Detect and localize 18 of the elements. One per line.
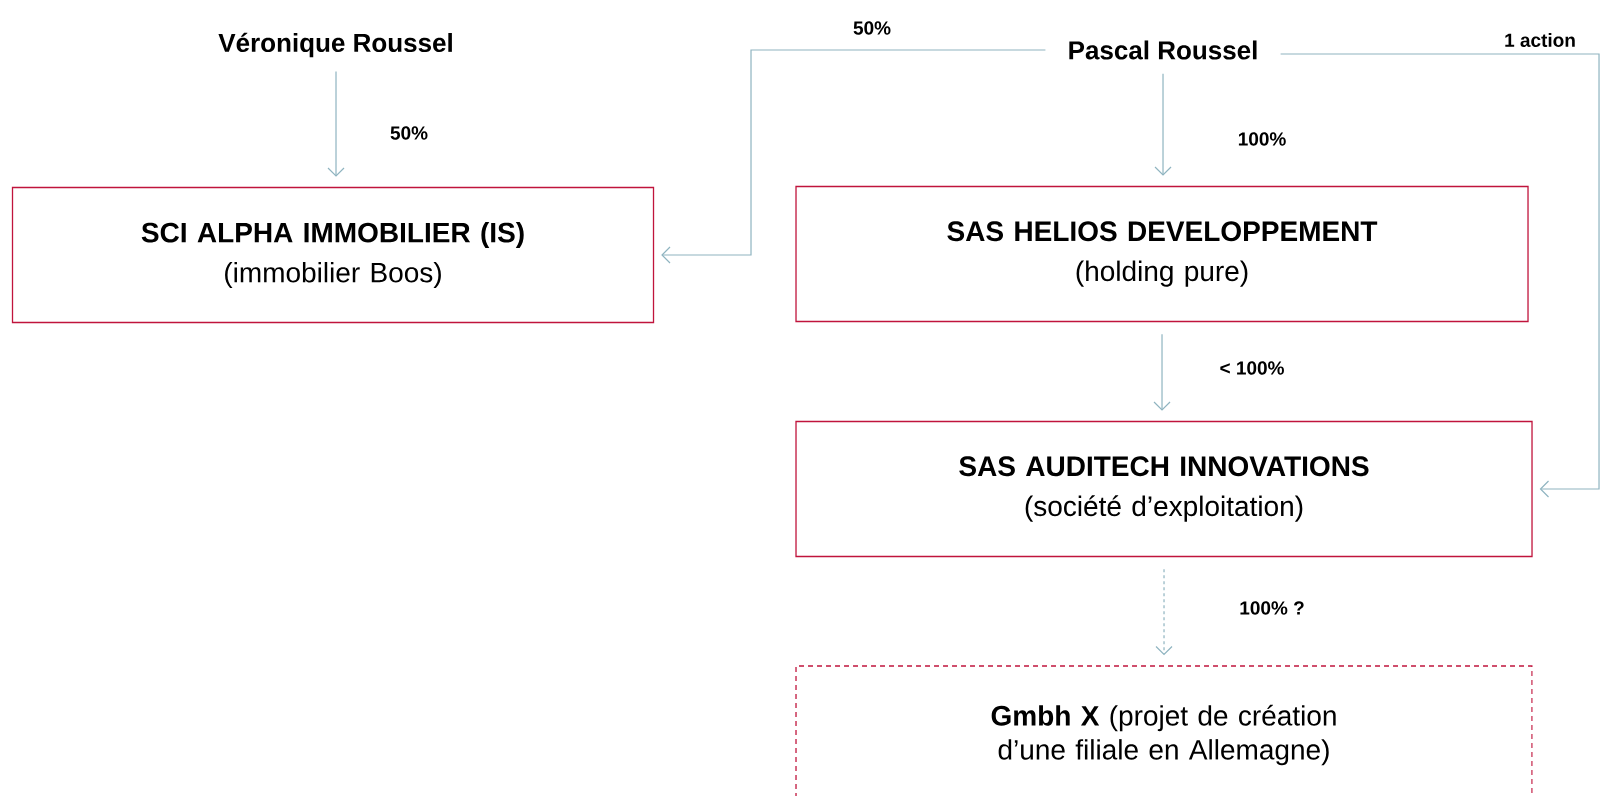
arrow xyxy=(1153,333,1171,411)
edge-label: 50% xyxy=(852,20,893,36)
company-box: Gmbh X (projet de création d’une filiale en Allemagne) xyxy=(795,665,1533,796)
owner-name: Véronique Roussel xyxy=(218,32,452,58)
company-box: SAS AUDITECH INNOVATIONS (société d’exploitation) xyxy=(795,420,1533,558)
arrow xyxy=(661,49,1047,264)
company-box: SAS HELIOS DEVELOPPEMENT (holding pure) xyxy=(795,185,1529,323)
edge-label: 1 action xyxy=(1503,32,1577,48)
edge-label: < 100% xyxy=(1218,360,1286,376)
edge-label: 100% xyxy=(1236,131,1288,147)
arrow xyxy=(1154,73,1172,176)
owner-name: Pascal Roussel xyxy=(1069,40,1257,60)
company-box: SCI ALPHA IMMOBILIER (IS) (immobilier Boos) xyxy=(11,186,655,324)
edge-label: 50% xyxy=(389,125,430,141)
arrow xyxy=(327,70,345,177)
edge-label: 100% ? xyxy=(1238,600,1306,616)
arrow xyxy=(1155,568,1173,656)
arrow xyxy=(1280,53,1600,498)
